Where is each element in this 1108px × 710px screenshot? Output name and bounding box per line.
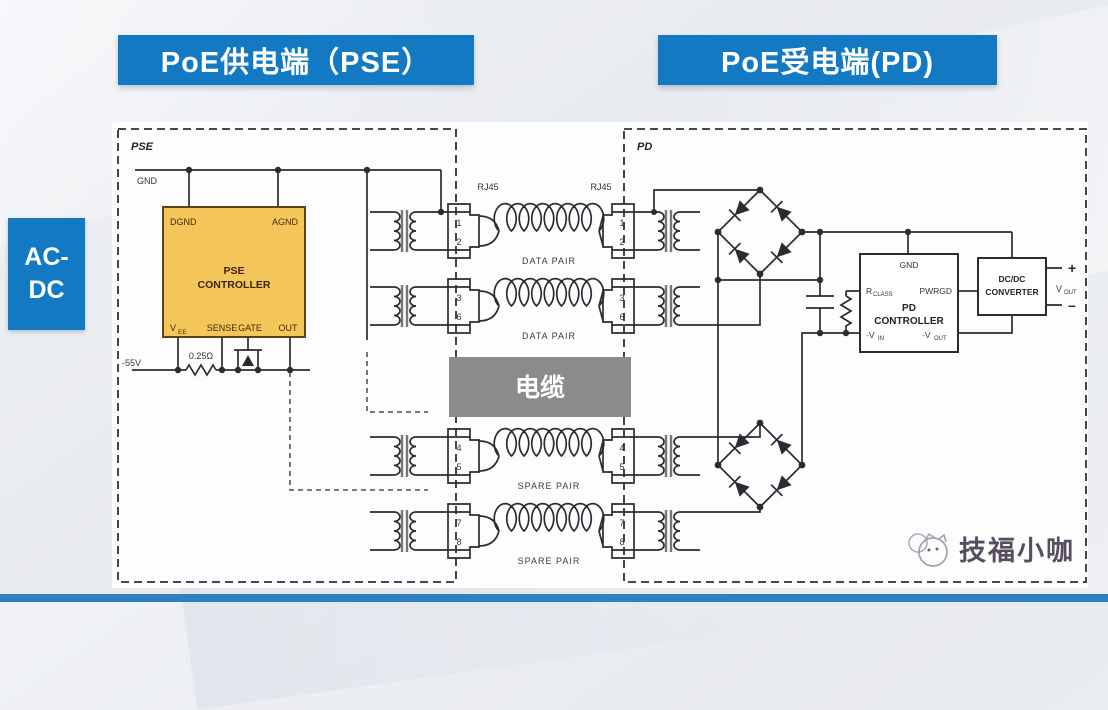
pin-number: 4: [456, 443, 461, 453]
pd-circuit: GND R CLASS PWRGD PD CONTROLLER -V IN -V…: [632, 187, 1077, 554]
pin-number: 2: [456, 237, 461, 247]
pair-label: DATA PAIR: [522, 331, 576, 341]
pair-row-2: 3 6 3 6 DATA PAIR: [447, 277, 635, 341]
twisted-pair-3: [478, 440, 500, 472]
pse-circuit: GND DGND AGND PSE CONTROLLER V EE SENSE …: [122, 166, 450, 554]
pd-controller-title2: CONTROLLER: [874, 316, 944, 327]
pin-number: 5: [456, 462, 461, 472]
cable-box-label: 电缆: [515, 373, 565, 402]
pair-row-4: 7 8 7 8 SPARE PAIR: [447, 502, 635, 566]
watermark-text: 技福小咖: [959, 535, 1075, 566]
watermark-logo-icon: [908, 532, 948, 567]
neg55v-label: -55V: [122, 358, 141, 368]
cable-box: 电缆: [449, 357, 631, 417]
ac-dc-line1: AC-: [24, 243, 69, 271]
rj45-connector-right-1: [602, 203, 635, 259]
pd-controller-box: GND R CLASS PWRGD PD CONTROLLER -V IN -V…: [859, 253, 959, 353]
rj45-left-label: RJ45: [477, 182, 498, 192]
pse-dashed-box: [117, 128, 457, 583]
pse-banner-label: PoE供电端（PSE）: [160, 47, 432, 79]
pin-number: 6: [619, 312, 624, 322]
pd-controller-title1: PD: [902, 303, 916, 314]
resistor-value: 0.25Ω: [189, 351, 214, 361]
diagram-panel: [112, 122, 1088, 588]
pd-banner: PoE受电端(PD): [658, 35, 997, 85]
twisted-pair-1: [478, 215, 500, 247]
poe-circuit-diagram: PSE PD GND DGND AGND PSE CONTROLLER V EE…: [112, 122, 1088, 588]
cable-area: RJ45 RJ45 1 2 1 2 DATA PAIR 3: [447, 182, 635, 566]
pin-number: 1: [456, 218, 461, 228]
pse-banner: PoE供电端（PSE）: [118, 35, 474, 85]
pd-pin-rclass-sub: CLASS: [873, 292, 893, 298]
pse-pin-sense: SENSE: [207, 323, 238, 333]
pse-pin-vee: V: [170, 323, 176, 333]
pd-pin-rclass: R: [866, 286, 872, 296]
pin-number: 6: [456, 312, 461, 322]
vout-minus: –: [1068, 297, 1076, 313]
pin-number: 1: [619, 218, 624, 228]
pair-label: DATA PAIR: [522, 256, 576, 266]
dcdc-title2: CONVERTER: [985, 287, 1038, 297]
pass-mosfet: [234, 337, 262, 370]
pin-number: 8: [456, 537, 461, 547]
rj45-connector-left-3: [447, 428, 480, 484]
twisted-pair-4: [478, 515, 500, 547]
dcdc-converter-box: DC/DC CONVERTER: [977, 257, 1047, 316]
pair-label: SPARE PAIR: [518, 556, 581, 566]
spare-power-dashed-route-1: [366, 352, 428, 413]
pse-pin-gate: GATE: [238, 323, 262, 333]
spare-power-dashed-route-2: [289, 372, 428, 491]
rclass-resistor: [839, 295, 853, 333]
pd-dashed-box: [623, 128, 1087, 583]
rj45-connector-right-3: [602, 428, 635, 484]
pair-label: SPARE PAIR: [518, 481, 581, 491]
pd-pin-gnd: GND: [900, 260, 919, 270]
pin-number: 5: [619, 462, 624, 472]
sense-resistor: [185, 363, 217, 377]
pse-box-label: PSE: [131, 141, 154, 153]
pair-row-3: 4 5 4 5 SPARE PAIR: [447, 427, 635, 491]
pse-controller-box: DGND AGND PSE CONTROLLER V EE SENSE GATE…: [162, 206, 306, 338]
rj45-connector-left-2: [447, 278, 480, 334]
pin-number: 3: [456, 293, 461, 303]
pd-pin-vout: -V: [922, 330, 931, 340]
rj45-connector-left-1: [447, 203, 480, 259]
pin-number: 2: [619, 237, 624, 247]
pse-pin-dgnd: DGND: [170, 217, 197, 227]
pd-pin-pwrgd: PWRGD: [919, 286, 952, 296]
rj45-connector-left-4: [447, 503, 480, 559]
pin-number: 7: [456, 518, 461, 528]
pin-number: 7: [619, 518, 624, 528]
vout-label: V: [1056, 284, 1062, 294]
pse-pin-out: OUT: [279, 323, 299, 333]
dcdc-title1: DC/DC: [999, 274, 1026, 284]
pd-pin-vin-sub: IN: [878, 336, 884, 342]
pd-banner-label: PoE受电端(PD): [720, 47, 934, 79]
pse-controller-title1: PSE: [223, 265, 244, 277]
pin-number: 4: [619, 443, 624, 453]
pair-row-1: 1 2 1 2 DATA PAIR: [447, 202, 635, 266]
pd-box-label: PD: [637, 141, 652, 153]
pse-controller-title2: CONTROLLER: [198, 279, 271, 291]
pd-pin-vout-sub: OUT: [934, 336, 947, 342]
pse-pin-vee-sub: EE: [178, 329, 187, 336]
ac-dc-line2: DC: [28, 276, 65, 304]
pse-pin-agnd: AGND: [272, 217, 299, 227]
ac-dc-box: AC- DC: [8, 218, 85, 330]
rj45-connector-right-2: [602, 278, 635, 334]
bulk-capacitor: [806, 295, 834, 309]
vout-plus: +: [1068, 260, 1076, 276]
twisted-pair-2: [478, 290, 500, 322]
vout-label-sub: OUT: [1064, 290, 1077, 296]
pd-pin-vin: -V: [866, 330, 875, 340]
pin-number: 8: [619, 537, 624, 547]
gnd-label: GND: [137, 176, 158, 186]
watermark: 技福小咖: [905, 522, 1085, 574]
pin-number: 3: [619, 293, 624, 303]
rj45-right-label: RJ45: [590, 182, 611, 192]
rj45-connector-right-4: [602, 503, 635, 559]
footer-bar: [0, 594, 1108, 602]
